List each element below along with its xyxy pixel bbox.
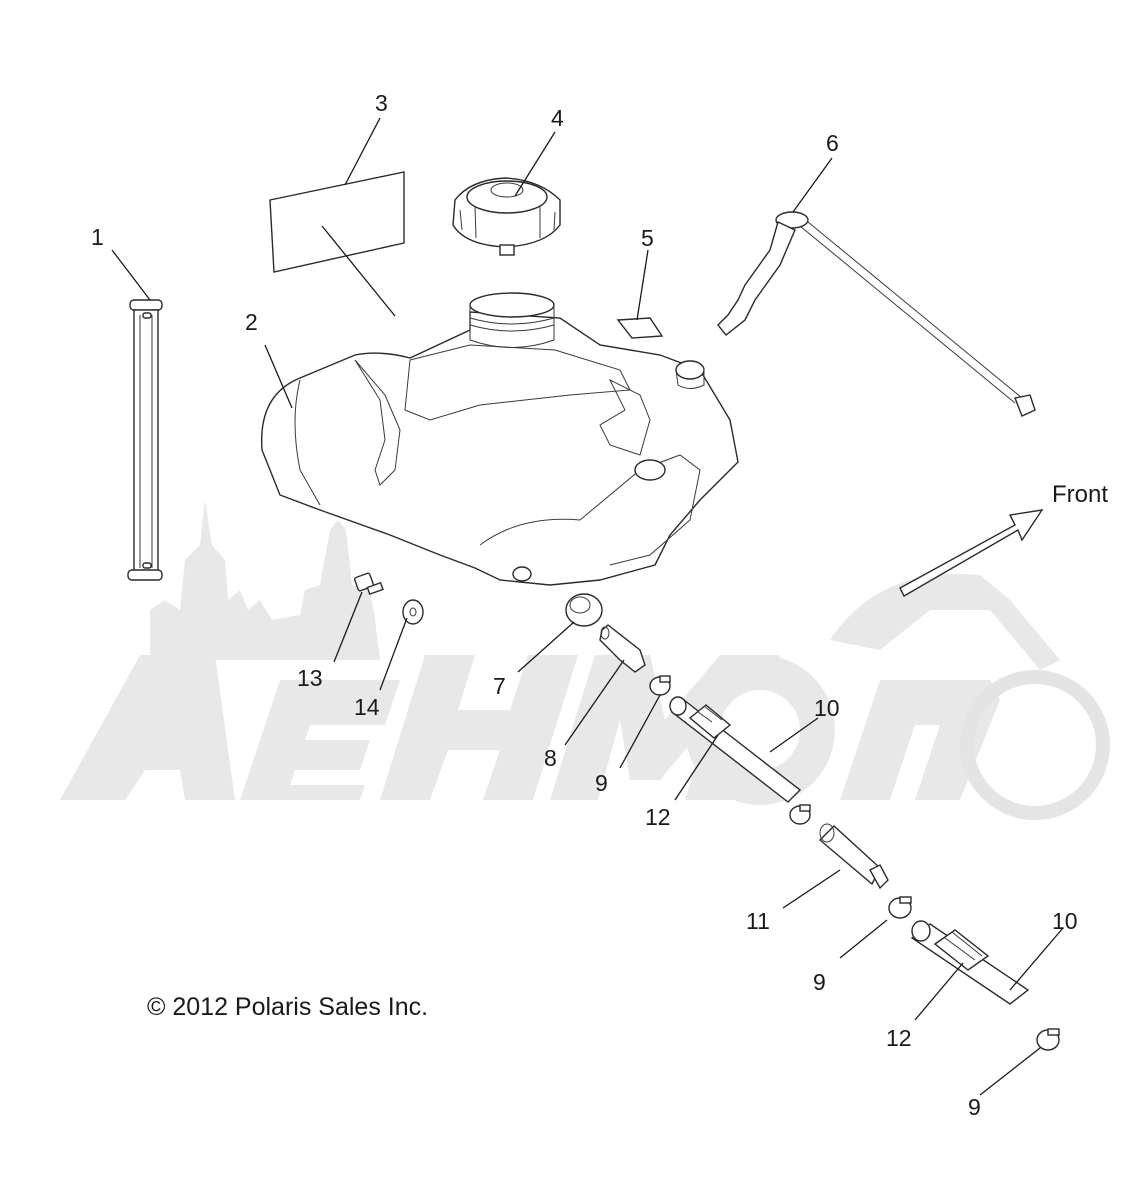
callout-10a: 10 (814, 695, 840, 721)
part-7-grommet (565, 593, 603, 627)
part-6-fuel-sender (717, 211, 1036, 417)
callout-2: 2 (245, 309, 258, 335)
part-12-hose-sleeve-upper (688, 704, 732, 739)
callout-13: 13 (297, 665, 323, 691)
callout-8: 8 (544, 745, 557, 771)
callout-10b: 10 (1052, 908, 1078, 934)
part-12-hose-sleeve-lower (933, 929, 990, 971)
callout-12a: 12 (645, 804, 671, 830)
part-14-washer (402, 599, 424, 625)
part-9-clamp-mid (789, 804, 811, 825)
part-4-fuel-cap (452, 177, 561, 256)
callout-9c: 9 (968, 1094, 981, 1120)
callout-9a: 9 (595, 770, 608, 796)
callout-14: 14 (354, 694, 380, 720)
front-direction-arrow (899, 509, 1044, 597)
callout-1: 1 (91, 224, 104, 250)
part-2-fuel-tank (260, 292, 739, 586)
callout-12b: 12 (886, 1025, 912, 1051)
callout-6: 6 (826, 130, 839, 156)
callout-9b: 9 (813, 969, 826, 995)
copyright-notice: © 2012 Polaris Sales Inc. (147, 993, 428, 1021)
callout-labels: 1 2 3 4 5 6 7 8 9 9 9 10 10 11 12 12 13 … (91, 90, 1078, 1120)
callout-7: 7 (493, 673, 506, 699)
part-9-clamp-lower-1 (888, 896, 912, 919)
callout-3: 3 (375, 90, 388, 116)
part-11-fuel-filter (818, 823, 889, 890)
callout-5: 5 (641, 225, 654, 251)
callout-4: 4 (551, 105, 564, 131)
leader-lines (111, 117, 1064, 1096)
front-label: Front (1052, 481, 1108, 508)
part-1-tank-strap (127, 299, 163, 581)
callout-11: 11 (746, 908, 770, 934)
part-3-decal (269, 171, 405, 273)
part-5-warning-label (616, 317, 664, 339)
part-8-fitting (599, 624, 646, 673)
part-9-clamp-upper (649, 675, 671, 696)
part-9-clamp-lower-2 (1036, 1028, 1060, 1051)
part-13-bolt (353, 572, 384, 596)
